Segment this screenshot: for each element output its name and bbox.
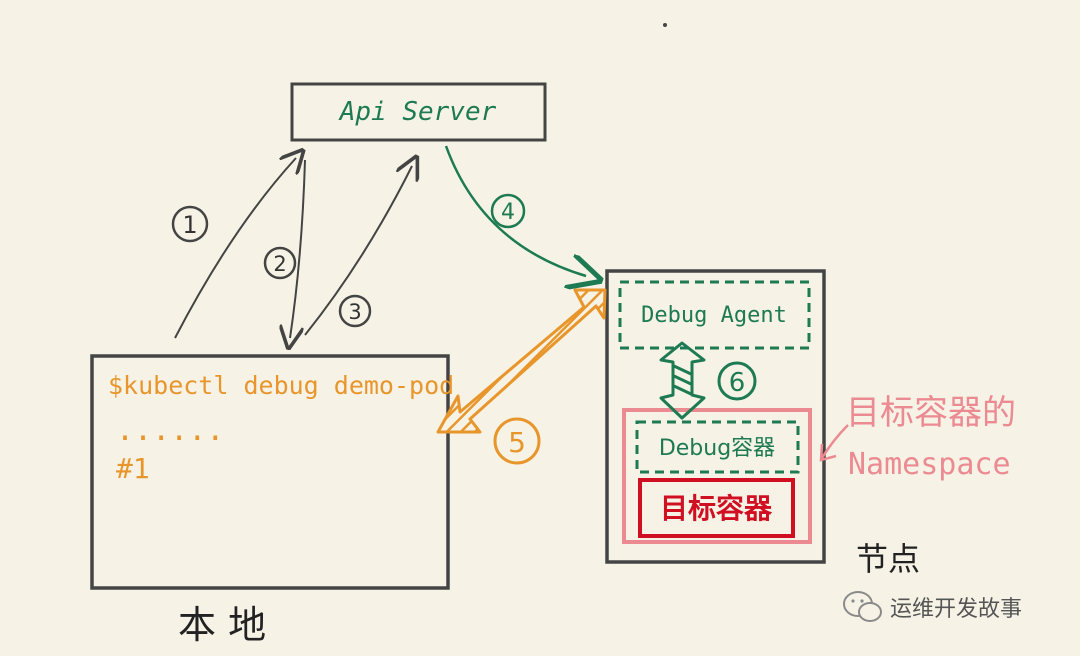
step-badge-2: 2 — [263, 246, 297, 280]
watermark: 运维开发故事 — [843, 591, 1022, 622]
step6-double-arrow — [659, 341, 706, 420]
node-box: Debug Agent Debug容器 目标容器 — [605, 269, 826, 564]
api-server-box: Api Server — [290, 82, 547, 142]
kubectl-command: $kubectl debug demo-pod — [108, 371, 454, 400]
wechat-icon — [843, 591, 882, 622]
step-badge-4: 4 — [490, 193, 526, 229]
svg-text:5: 5 — [508, 426, 526, 459]
namespace-annotation-line2: Namespace — [848, 447, 1011, 482]
local-caption: 本 地 — [178, 603, 266, 647]
step1-arrow — [174, 158, 296, 339]
step5-double-arrow — [436, 288, 607, 434]
svg-text:2: 2 — [273, 252, 286, 276]
target-container-label: 目标容器 — [660, 492, 773, 525]
step4-arrow — [444, 145, 586, 276]
svg-text:3: 3 — [348, 300, 361, 324]
debug-agent-label: Debug Agent — [641, 303, 787, 328]
step2-arrow — [290, 159, 306, 338]
stray-dot — [663, 23, 667, 27]
svg-text:4: 4 — [501, 200, 515, 225]
prompt-text: #1 — [116, 452, 150, 485]
local-terminal-box: $kubectl debug demo-pod ...... #1 — [90, 354, 454, 590]
namespace-box — [622, 408, 812, 544]
step-badge-5: 5 — [493, 417, 541, 465]
debug-agent-box — [618, 280, 811, 350]
node-caption: 节点 — [856, 540, 920, 578]
step3-arrow — [304, 166, 412, 336]
namespace-pointer — [820, 424, 849, 459]
debug-container-box — [635, 420, 800, 474]
svg-text:1: 1 — [182, 211, 197, 239]
svg-text:6: 6 — [729, 368, 746, 398]
step-badge-3: 3 — [338, 294, 372, 328]
target-container-box — [638, 478, 795, 538]
output-dots: ...... — [116, 413, 224, 448]
watermark-text: 运维开发故事 — [890, 597, 1022, 622]
step-badge-1: 1 — [171, 205, 209, 243]
step-badge-6: 6 — [717, 361, 757, 401]
api-server-label: Api Server — [338, 97, 497, 127]
namespace-annotation-line1: 目标容器的 — [846, 393, 1016, 433]
debug-container-label: Debug容器 — [659, 436, 775, 461]
